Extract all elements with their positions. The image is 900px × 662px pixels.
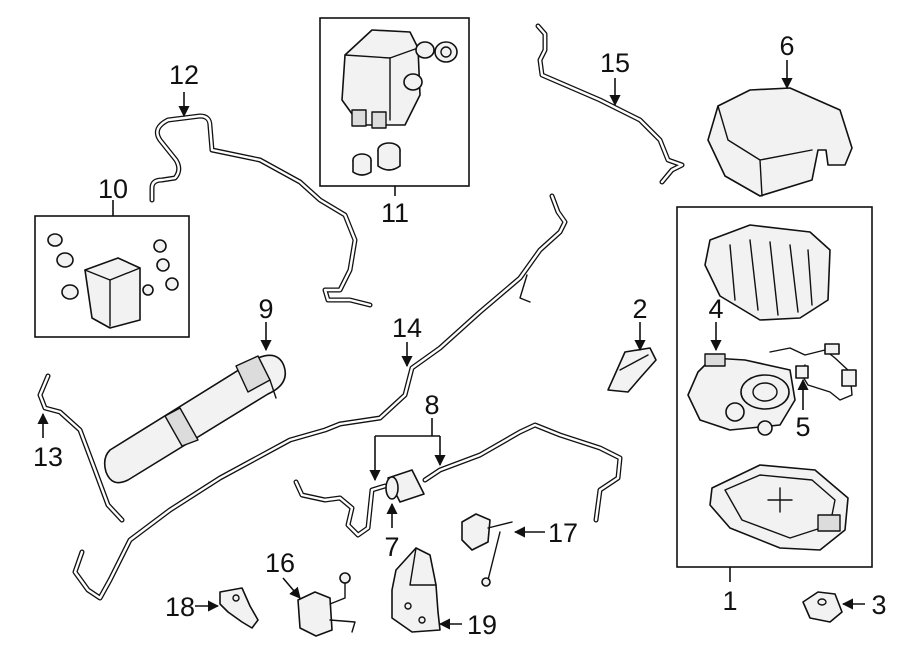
part-7-filter[interactable]: [385, 469, 425, 503]
leader-8-bracket: [375, 418, 440, 437]
callout-11: 11: [381, 198, 409, 228]
callout-labels: 12 10 11 15 6 9 14 13 2 4 5 8 7 17 16 18…: [33, 31, 887, 640]
part-10-group-box: [34, 215, 190, 338]
callout-1: 1: [722, 586, 737, 616]
part-1-group-box: [676, 206, 873, 568]
part-17-height-sensor[interactable]: [461, 513, 513, 587]
part-2-clip[interactable]: [607, 347, 657, 393]
part-6-engine-cover[interactable]: [707, 87, 853, 197]
callout-5: 5: [795, 412, 810, 442]
part-1-mounting-tray[interactable]: [709, 464, 849, 551]
callout-15: 15: [600, 48, 630, 78]
part-16-height-sensor[interactable]: [297, 572, 356, 637]
callout-13: 13: [33, 442, 63, 472]
part-3-bracket[interactable]: [802, 591, 843, 623]
callout-18: 18: [165, 592, 195, 622]
callout-2: 2: [632, 294, 647, 324]
callout-4: 4: [708, 294, 723, 324]
callout-16: 16: [265, 548, 295, 578]
leader-lines: [37, 60, 865, 630]
part-12-pipe[interactable]: [149, 113, 373, 308]
part-4-air-compressor[interactable]: [687, 353, 796, 436]
part-10-valve-assembly[interactable]: [47, 233, 179, 329]
callout-9: 9: [258, 294, 273, 324]
part-8-pipe-left[interactable]: [293, 479, 388, 538]
callout-12: 12: [169, 60, 199, 90]
part-14-pipe[interactable]: [72, 193, 568, 601]
part-18-bracket[interactable]: [219, 587, 259, 629]
part-13-pipe[interactable]: [37, 373, 125, 523]
callout-8: 8: [424, 390, 439, 420]
part-8-pipe-right[interactable]: [422, 422, 623, 523]
part-15-pipe[interactable]: [535, 23, 685, 185]
callout-19: 19: [467, 610, 497, 640]
callout-17: 17: [548, 518, 578, 548]
callout-7: 7: [384, 532, 399, 562]
part-9-reservoir[interactable]: [103, 354, 287, 484]
part-11-valve-block[interactable]: [341, 29, 458, 176]
callout-10: 10: [98, 174, 128, 204]
callout-6: 6: [779, 31, 794, 61]
callout-3: 3: [871, 590, 886, 620]
callout-14: 14: [392, 313, 422, 343]
leader-16: [282, 577, 301, 599]
part-1-compressor-cover[interactable]: [704, 224, 831, 321]
